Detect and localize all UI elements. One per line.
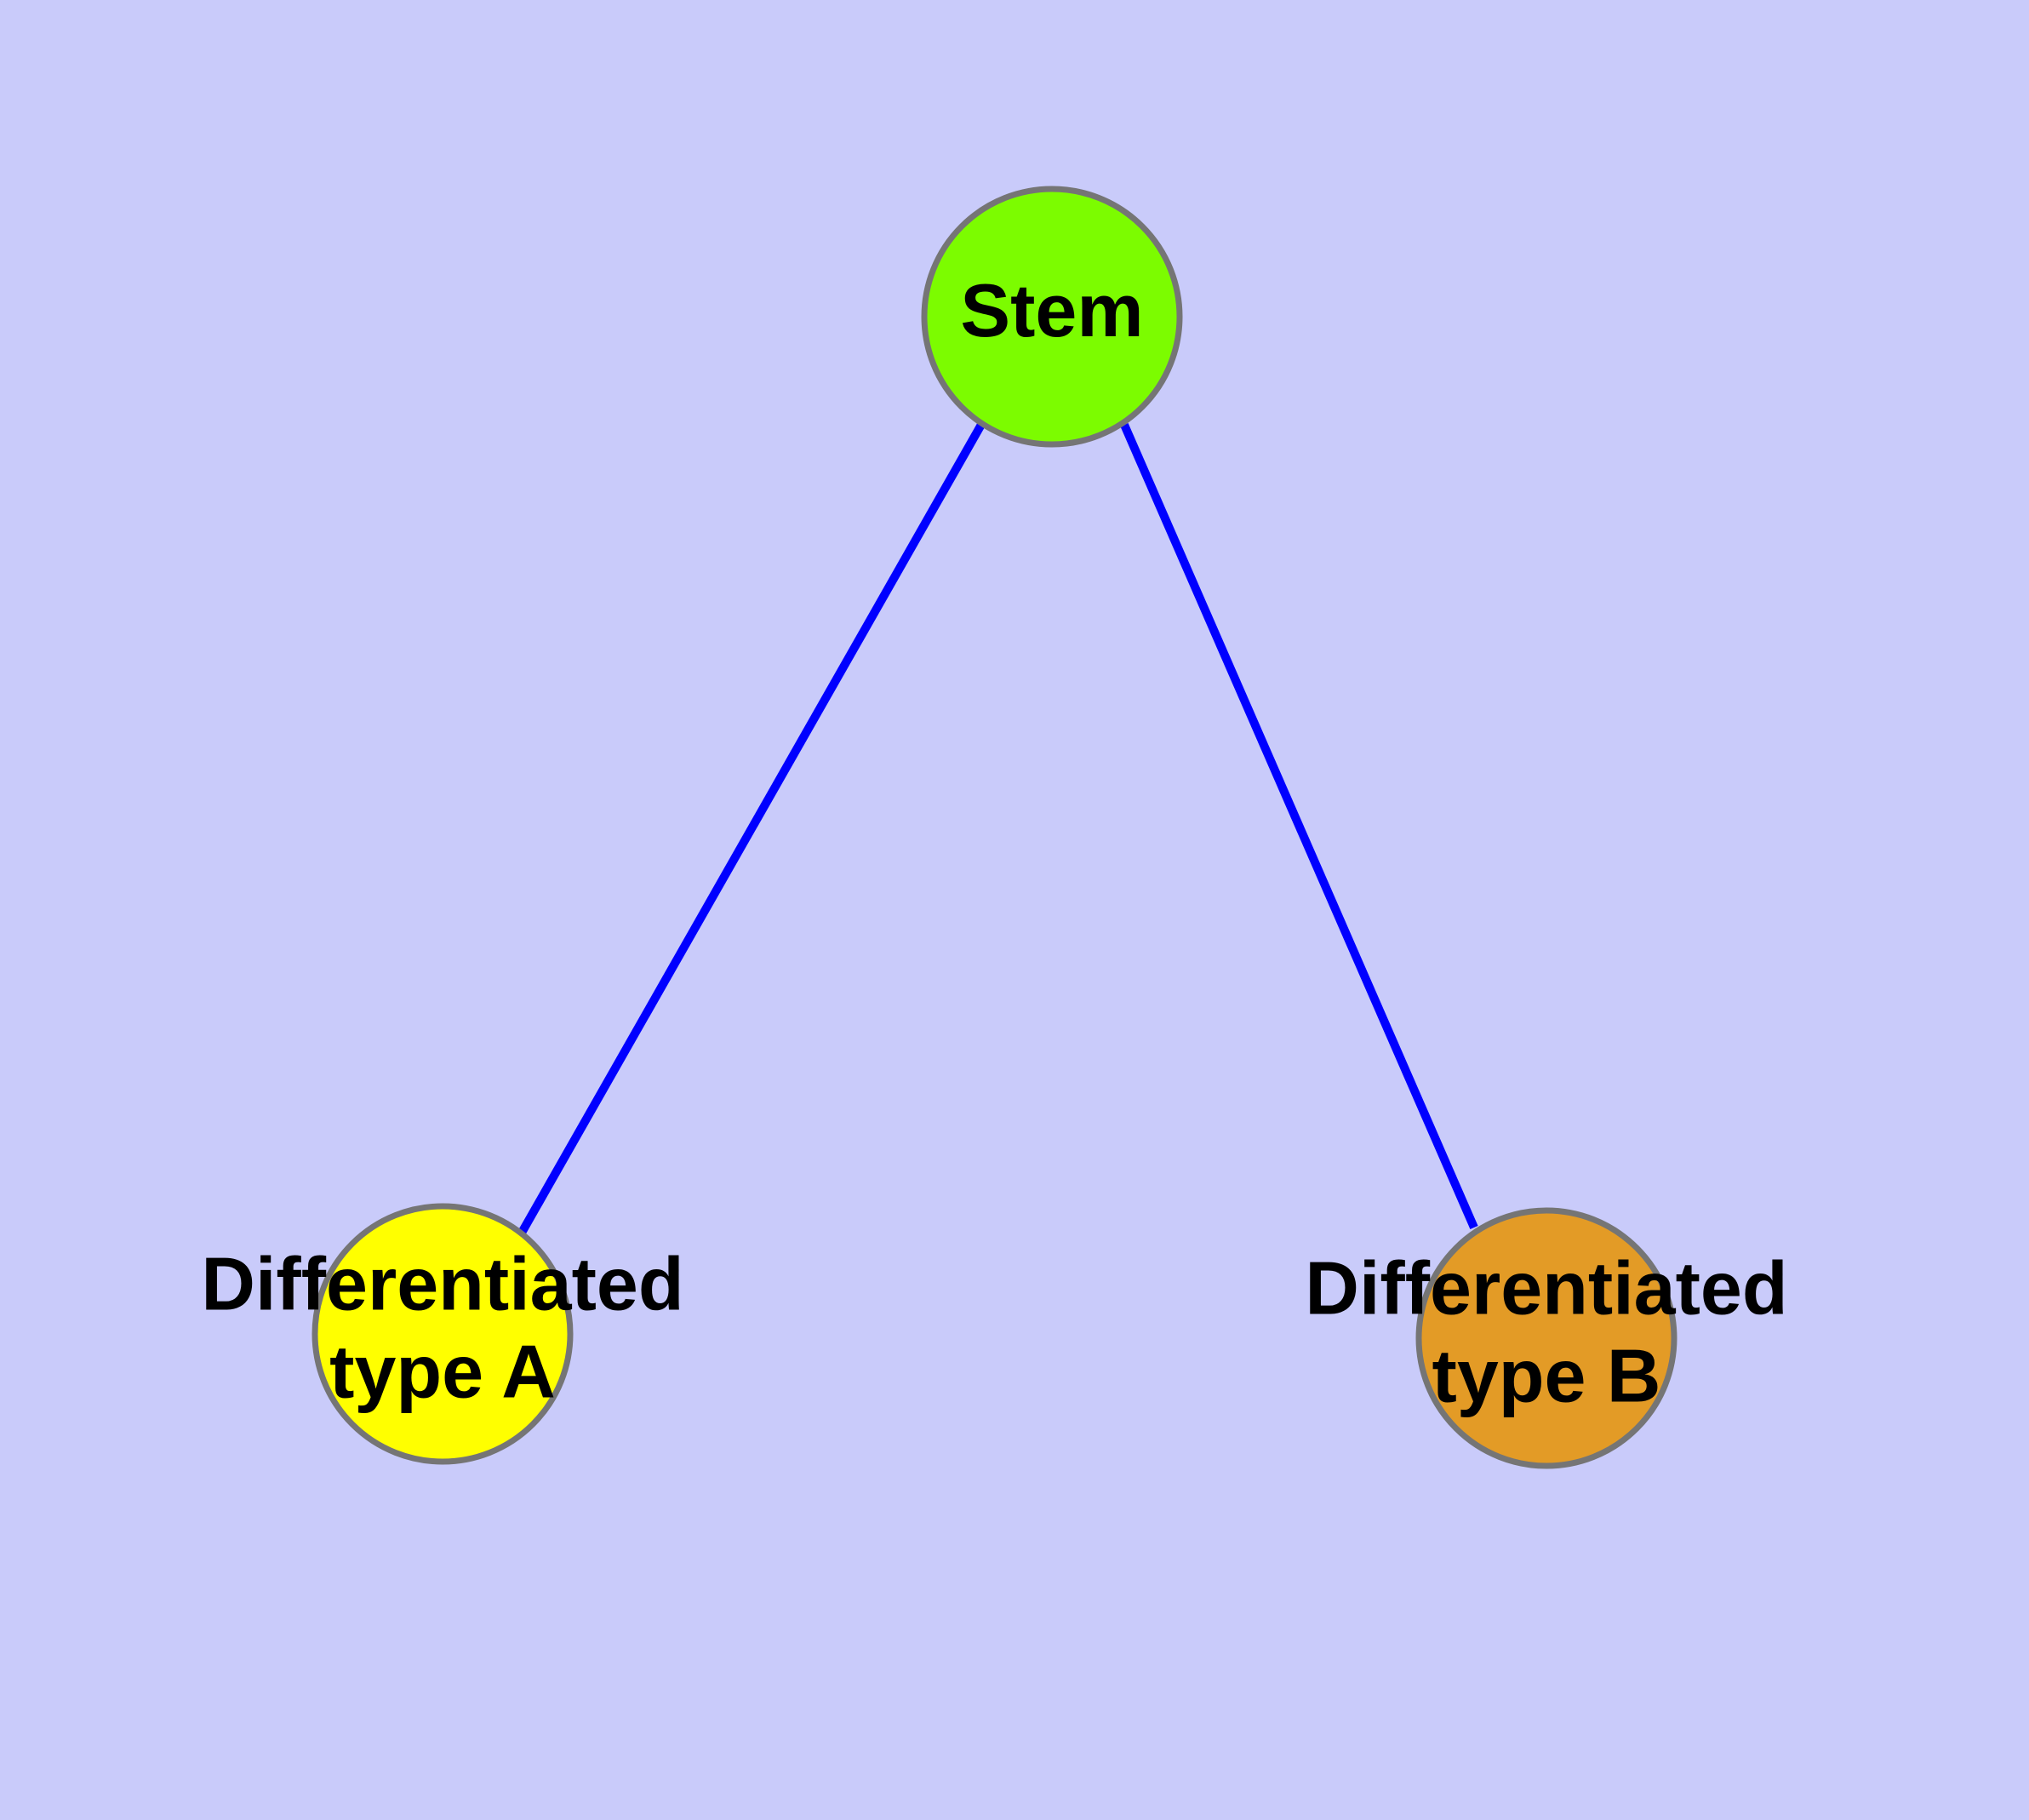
- edges-layer: [517, 421, 1478, 1235]
- nodes-layer: [311, 186, 1677, 1469]
- node-label-line: Differentiated: [1305, 1246, 1787, 1331]
- node-stem-label: Stem: [960, 268, 1143, 352]
- node-label-line: type A: [329, 1330, 556, 1414]
- node-differentiated-type-b-circle[interactable]: [1415, 1207, 1677, 1469]
- node-label-line: Differentiated: [201, 1242, 683, 1326]
- edge-stem-to-differentiated-type-b: [1120, 423, 1478, 1229]
- node-label-line: Stem: [960, 268, 1143, 352]
- node-differentiated-type-a-circle[interactable]: [311, 1203, 574, 1465]
- edge-stem-to-differentiated-type-a: [517, 421, 986, 1235]
- node-stem-circle[interactable]: [921, 186, 1183, 448]
- node-label-line: type B: [1432, 1334, 1661, 1418]
